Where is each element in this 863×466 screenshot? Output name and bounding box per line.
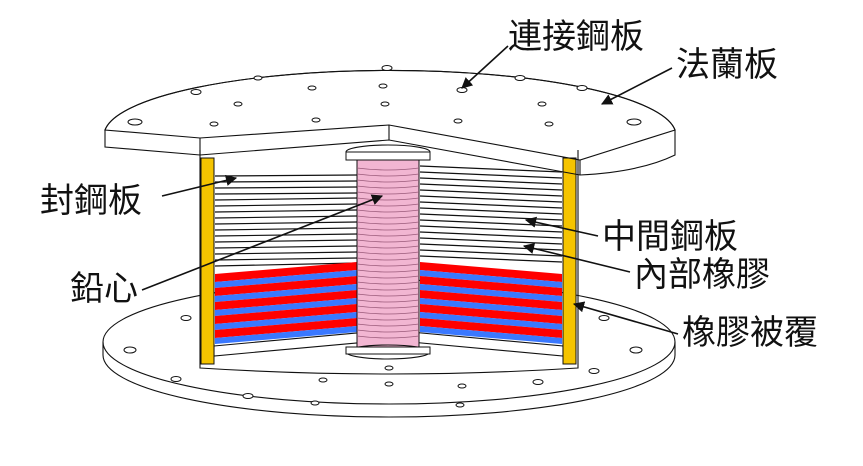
bottom-bolt-holes bbox=[123, 315, 643, 408]
right-cut-face bbox=[419, 165, 563, 344]
bearing-body bbox=[199, 150, 579, 375]
top-bolt-holes bbox=[127, 65, 642, 127]
bottom-flange-plate bbox=[102, 279, 676, 418]
left-cut-face bbox=[214, 174, 358, 344]
label-inner-steel: 中間鋼板 bbox=[602, 217, 738, 257]
left-rubber-cover-strip bbox=[200, 157, 215, 365]
label-sealing-plate: 封鋼板 bbox=[40, 181, 142, 221]
leader-lines bbox=[141, 45, 679, 335]
right-rubber-cover-strip bbox=[562, 157, 577, 365]
right-upper-steel-layers bbox=[419, 165, 563, 263]
label-connect-plate: 連接鋼板 bbox=[508, 17, 644, 57]
top-flange-plate bbox=[104, 65, 676, 176]
label-lead-core: 鉛心 bbox=[70, 269, 138, 309]
lead-core bbox=[345, 144, 431, 360]
label-inner-rubber: 內部橡膠 bbox=[634, 255, 770, 295]
right-lower-rubber-steel-layers bbox=[420, 262, 562, 344]
left-upper-steel-layers bbox=[214, 174, 358, 267]
label-flange-plate: 法蘭板 bbox=[676, 45, 778, 85]
label-rubber-cover: 橡膠被覆 bbox=[682, 313, 818, 353]
left-lower-rubber-steel-layers bbox=[215, 262, 357, 344]
